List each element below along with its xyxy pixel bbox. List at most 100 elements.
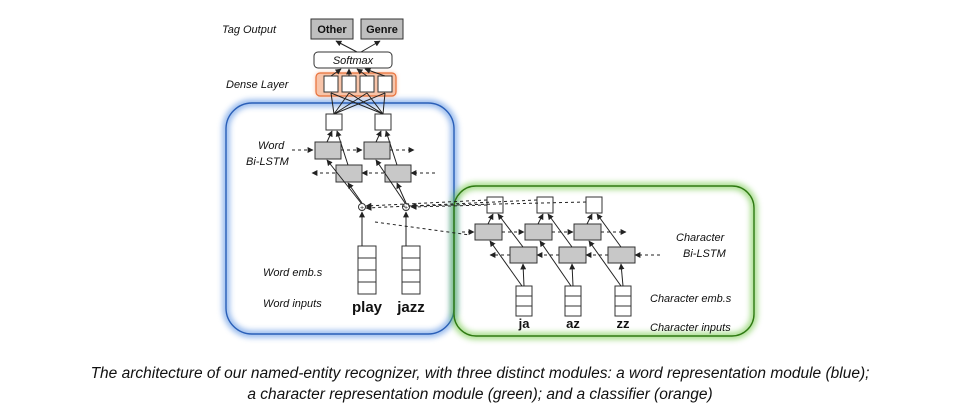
dense-unit-2 [341, 75, 357, 93]
char-bilstm-label-line2: Bi-LSTM [683, 248, 727, 260]
concat-to-backward-1 [347, 182, 363, 204]
char-embedding-cell-1-2 [515, 295, 533, 307]
word-forward-cell-2 [363, 141, 391, 160]
arrow-to-genre [360, 40, 381, 53]
tag-genre-text: Genre [366, 24, 398, 36]
char-emb-to-backward-3 [618, 263, 625, 287]
char-forward-cell-2 [524, 223, 553, 241]
word-output-node-1 [325, 113, 343, 131]
dense-unit-3 [359, 75, 375, 93]
char-forward-cell-3 [573, 223, 602, 241]
word-emb-label: Word emb.s [263, 267, 323, 279]
char-embedding-cell-2-2 [564, 295, 582, 307]
output-to-dense-2-3 [366, 92, 384, 115]
output-to-dense-2-2 [348, 92, 384, 115]
concat-to-backward-2 [396, 182, 407, 204]
char-forward-to-output-1 [487, 213, 494, 225]
char-backward-to-output-1 [497, 213, 524, 248]
word-input-jazz: jazz [396, 299, 425, 316]
char-output-node-3 [585, 196, 603, 214]
backward-to-output-2 [384, 130, 398, 166]
output-to-dense-2-4 [382, 92, 386, 115]
caption-line-2: a character representation module (green… [247, 386, 713, 403]
char-link-to-play-2 [365, 199, 538, 211]
char-embedding-cell-2-1 [564, 285, 582, 297]
char-forward-cell-1 [474, 223, 503, 241]
output-to-dense-1-4 [333, 92, 386, 115]
char-embedding-cell-2-3 [564, 305, 582, 317]
char-embedding-cell-3-2 [614, 295, 632, 307]
char-output-node-2 [536, 196, 554, 214]
char-backward-to-output-3 [596, 213, 622, 248]
softmax-box: Softmax [313, 51, 393, 69]
tag-box-genre: Genre [360, 18, 404, 40]
concat-to-forward-2 [375, 159, 406, 204]
char-link-to-jazz-2 [410, 201, 587, 209]
word-embedding-cell-2-3 [401, 269, 421, 283]
char-emb-to-forward-1 [489, 240, 523, 287]
char-embedding-cell-3-3 [614, 305, 632, 317]
word-embedding-cell-1-4 [357, 281, 377, 295]
forward-to-output-1 [326, 130, 333, 143]
word-embedding-cell-1-3 [357, 269, 377, 283]
figure-caption: The architecture of our named-entity rec… [0, 363, 960, 405]
forward-to-output-2 [375, 130, 382, 143]
char-embedding-cell-3-1 [614, 285, 632, 297]
char-emb-to-forward-2 [539, 240, 572, 287]
char-emb-label: Character emb.s [650, 293, 732, 305]
char-emb-to-forward-3 [588, 240, 622, 287]
word-embedding-cell-2-2 [401, 257, 421, 271]
dense-unit-1 [323, 75, 339, 93]
char-inputs-label: Character inputs [650, 322, 731, 334]
output-to-dense-1-2 [333, 92, 350, 115]
char-bilstm-label-line1: Character [676, 232, 726, 244]
concat-to-forward-1 [326, 159, 362, 204]
tag-other-text: Other [317, 24, 347, 36]
char-input-ja: ja [518, 316, 531, 331]
character-network [462, 196, 660, 317]
softmax-text: Softmax [333, 55, 374, 67]
output-to-dense-2-1 [330, 92, 384, 115]
word-backward-cell-1 [335, 164, 363, 183]
dense-to-softmax-arrow-3 [356, 68, 368, 77]
dense-layer-label: Dense Layer [226, 79, 290, 91]
word-concat-symbol-2: + [404, 205, 408, 212]
char-input-zz: zz [617, 316, 631, 331]
word-embedding-cell-1-2 [357, 257, 377, 271]
output-to-dense-1-1 [330, 92, 335, 115]
char-link-to-play-1 [365, 199, 488, 209]
char-embedding-cell-1-3 [515, 305, 533, 317]
char-backward-cell-3 [607, 246, 636, 264]
dense-unit-4 [377, 75, 393, 93]
char-backward-cell-1 [509, 246, 538, 264]
caption-line-1: The architecture of our named-entity rec… [90, 365, 870, 382]
word-input-play: play [352, 299, 383, 316]
output-to-dense-1-3 [333, 92, 368, 115]
word-bilstm-label-line1: Word [258, 140, 285, 152]
word-embedding-cell-1-1 [357, 245, 377, 259]
character-representation-module [450, 182, 758, 340]
backward-to-output-1 [335, 130, 349, 166]
char-backward-to-output-2 [547, 213, 573, 248]
word-concat-node-2 [402, 203, 410, 211]
word-embedding-cell-2-4 [401, 281, 421, 295]
char-forward-to-output-3 [586, 213, 593, 225]
char-link-to-forward-entry [374, 221, 471, 236]
char-input-az: az [566, 316, 580, 331]
char-to-word-links [365, 199, 587, 236]
arrow-to-other [335, 40, 358, 53]
word-forward-cell-1 [314, 141, 342, 160]
char-backward-cell-2 [558, 246, 587, 264]
char-emb-to-backward-1 [520, 263, 527, 287]
word-output-node-2 [374, 113, 392, 131]
word-concat-symbol-1: + [360, 205, 364, 212]
char-link-to-jazz-1 [410, 203, 488, 210]
dense-to-softmax-arrow-1 [330, 68, 342, 77]
char-emb-to-backward-2 [569, 263, 576, 287]
word-embedding-cell-2-1 [401, 245, 421, 259]
tag-box-other: Other [310, 18, 354, 40]
char-output-node-1 [486, 196, 504, 214]
dense-to-softmax-arrow-4 [364, 67, 386, 77]
word-network: ++ [292, 92, 435, 295]
